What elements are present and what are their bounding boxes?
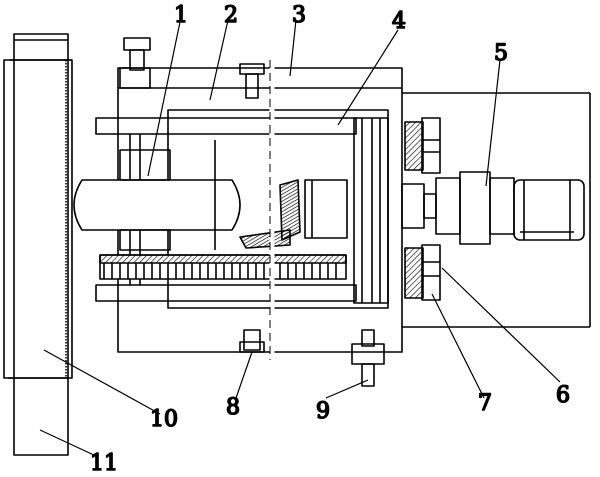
hex-nut-part-6 (421, 244, 441, 301)
top-bolt-right (239, 63, 265, 99)
spring-part-7 (404, 247, 424, 299)
bottom-pin-part-8 (239, 329, 265, 353)
roller-part-11 (10, 33, 72, 456)
label-7: 7 (478, 391, 492, 416)
motor-body (513, 179, 585, 241)
label-6: 6 (556, 383, 570, 408)
slider-body-part-4 (167, 109, 389, 309)
label-2: 2 (224, 3, 238, 28)
label-1: 1 (174, 3, 188, 28)
hex-nut-upper (404, 117, 441, 174)
coupling-part-5 (401, 171, 515, 245)
gear-rack (99, 254, 347, 280)
label-9: 9 (316, 399, 330, 424)
bottom-bolt-part-9 (351, 329, 385, 387)
label-8: 8 (226, 395, 240, 420)
label-11: 11 (90, 451, 118, 476)
drum-part-1 (73, 140, 241, 251)
label-5: 5 (494, 41, 508, 66)
label-3: 3 (292, 3, 306, 28)
top-bolt-left (119, 37, 151, 89)
label-4: 4 (392, 9, 406, 34)
leader-lines (39, 19, 561, 457)
bevel-gear (239, 179, 348, 249)
label-10: 10 (150, 407, 178, 432)
roller-sleeve-part-10 (3, 59, 73, 379)
